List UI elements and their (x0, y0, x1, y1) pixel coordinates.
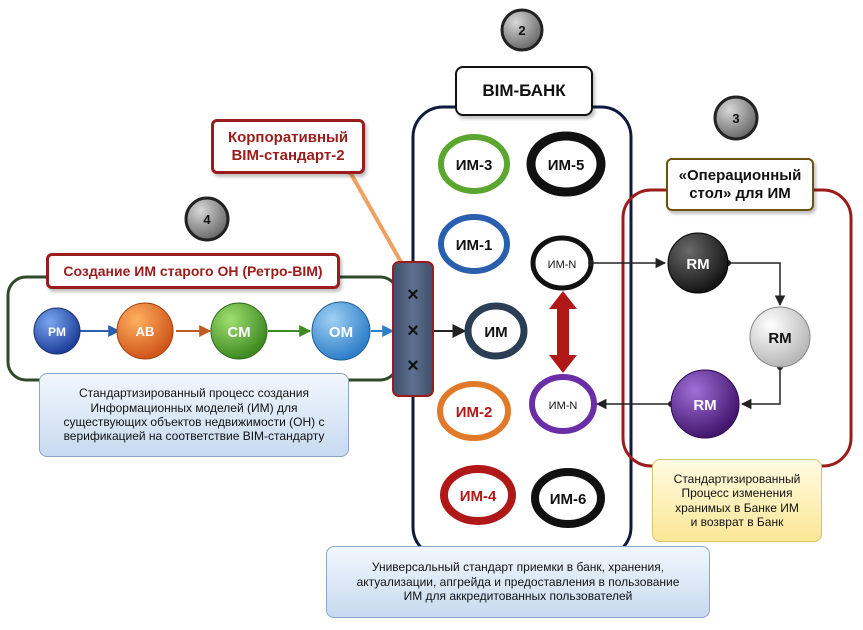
arrow-rm-top-to-mid (728, 262, 786, 307)
operational-desk-frame (621, 188, 853, 468)
rm-node-top: RM (667, 232, 729, 294)
rm-node-bottom: RM (670, 369, 740, 439)
ring-im4-label: ИМ-4 (460, 488, 497, 505)
node-ab: AB (116, 302, 174, 360)
gate-mark-3: × (407, 355, 419, 377)
gate-mark-1: × (407, 284, 419, 306)
change-process-note: Стандартизированный Процесс изменения хр… (652, 459, 822, 542)
corporate-standard-label: Корпоративный BIM-стандарт-2 (211, 119, 365, 174)
verification-gate (392, 261, 434, 397)
node-cm: CM (210, 302, 268, 360)
operational-desk-title: «Операционный стол» для ИМ (666, 158, 814, 211)
ring-im3: ИМ-3 (438, 134, 510, 194)
badge-3: 3 (713, 95, 759, 141)
rm-node-bottom-label: RM (693, 397, 716, 414)
retro-bim-title: Создание ИМ старого ОН (Ретро-BIM) (46, 253, 340, 289)
bidirectional-arrow (549, 291, 577, 373)
ring-im2: ИМ-2 (437, 381, 511, 441)
ring-im6-label: ИМ-6 (550, 491, 587, 508)
ring-im1-label: ИМ-1 (456, 237, 493, 254)
badge-3-label: 3 (732, 111, 739, 126)
badge-2-label: 2 (518, 23, 525, 38)
bim-bank-title: BIM-БАНК (455, 66, 593, 116)
node-pm-label: PM (48, 325, 66, 339)
ring-imn-bottom: ИМ-N (529, 374, 597, 434)
ring-im2-label: ИМ-2 (456, 404, 493, 421)
ring-imn-top: ИМ-N (530, 235, 594, 291)
ring-imn-top-label: ИМ-N (548, 259, 577, 271)
ring-im-center: ИМ (464, 302, 528, 360)
retro-process-note: Стандартизированный процесс создания Инф… (39, 373, 349, 457)
ring-im1: ИМ-1 (438, 214, 510, 274)
node-om: OM (311, 301, 371, 361)
node-cm-label: CM (227, 324, 250, 341)
gate-mark-2: × (407, 320, 419, 342)
rm-node-mid: RM (749, 306, 811, 368)
rm-node-top-label: RM (686, 256, 709, 273)
corporate-standard-connector (348, 171, 403, 263)
ring-imn-bottom-label: ИМ-N (549, 400, 578, 412)
badge-4: 4 (184, 196, 230, 242)
bank-standard-note: Универсальный стандарт приемки в банк, х… (326, 546, 710, 618)
connector-dot (588, 260, 594, 266)
ring-im5: ИМ-5 (526, 131, 606, 197)
ring-im5-label: ИМ-5 (548, 157, 585, 174)
arrow-rm-mid-to-bottom (740, 367, 781, 410)
ring-im4: ИМ-4 (440, 465, 516, 525)
rm-node-mid-label: RM (768, 330, 791, 347)
badge-2: 2 (500, 8, 544, 52)
node-pm: PM (33, 307, 81, 355)
ring-im-center-label: ИМ (484, 324, 507, 341)
badge-4-label: 4 (203, 212, 211, 227)
ring-im3-label: ИМ-3 (456, 157, 493, 174)
node-ab-label: AB (136, 324, 155, 339)
node-om-label: OM (329, 324, 353, 341)
ring-im6: ИМ-6 (531, 468, 605, 528)
